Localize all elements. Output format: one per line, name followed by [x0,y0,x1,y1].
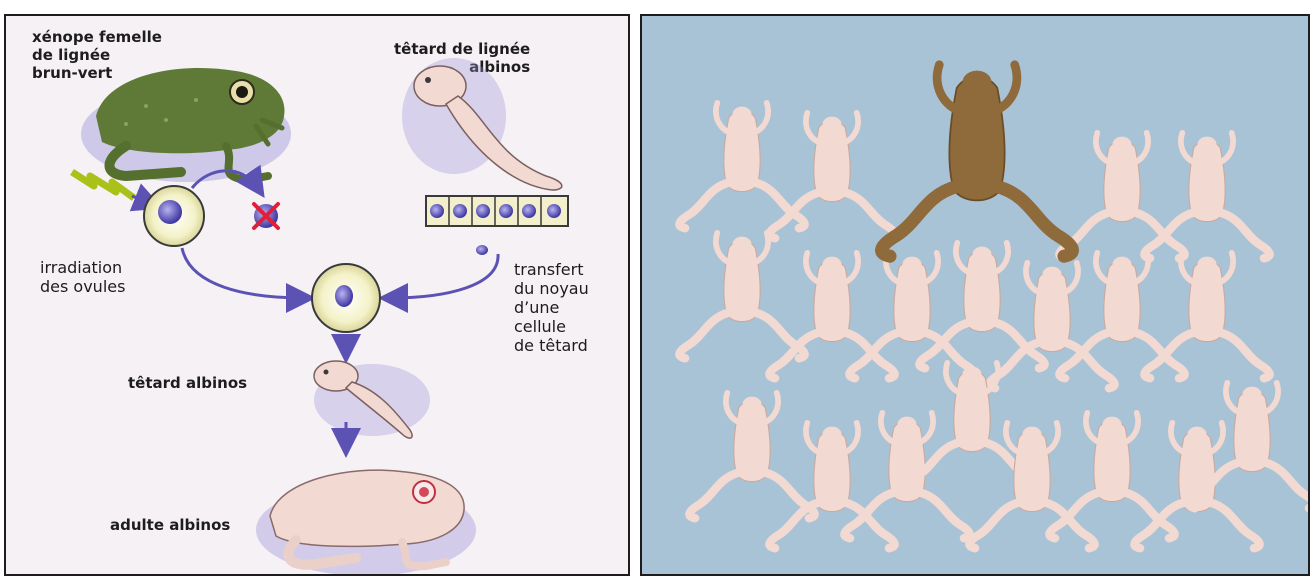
donor-nucleus-icon [476,245,488,255]
albino-adult-frog-icon [256,470,476,576]
nuclear-transfer-diagram: xénope femelle de lignée brun-vert têtar… [4,14,630,576]
egg-cell-icon [144,186,204,246]
albino-tadpole-icon [402,58,562,190]
tadpole-cells-icon [426,196,568,226]
green-frog-icon [81,68,291,182]
destroyed-nucleus-icon [254,204,278,228]
reconstructed-egg-icon [312,264,380,332]
frog-clones-graphic [642,16,1310,576]
diagram-graphics [6,16,630,576]
frog-clones-photo [640,14,1310,576]
albino-tadpole-mid-icon [314,361,430,438]
